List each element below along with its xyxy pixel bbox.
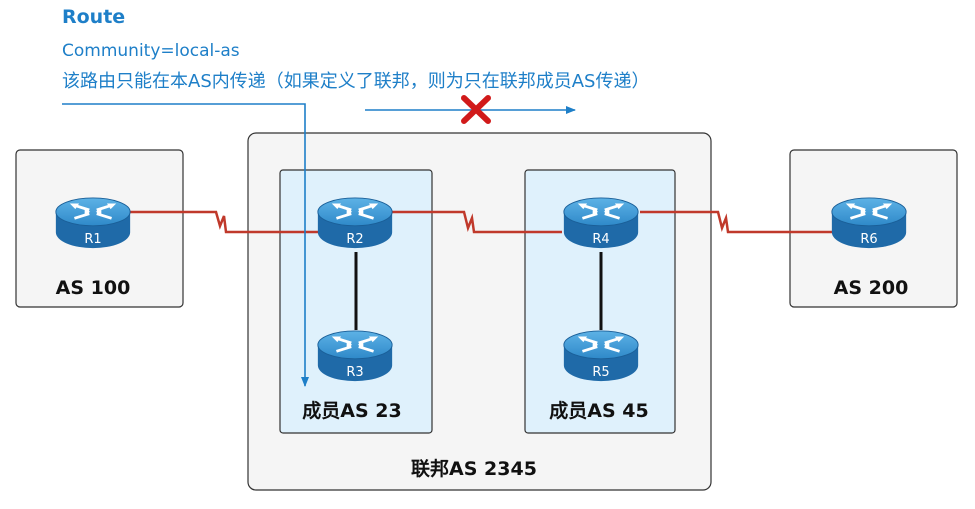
link-r2-r4 <box>392 210 562 234</box>
router-label-r6: R6 <box>860 232 877 247</box>
link-r1-r2 <box>125 210 318 234</box>
x-mark-icon <box>461 95 491 124</box>
router-label-r2: R2 <box>346 232 363 247</box>
router-label-r5: R5 <box>592 365 609 380</box>
route-propagation-arrow <box>62 103 309 387</box>
link-r4-r6 <box>640 210 832 234</box>
as100-label: AS 100 <box>56 277 131 299</box>
route-description: 该路由只能在本AS内传递（如果定义了联邦，则为只在联邦成员AS传递） <box>62 71 650 92</box>
member-as23-label: 成员AS 23 <box>302 399 401 422</box>
member-as45-label: 成员AS 45 <box>549 399 648 422</box>
as200-label: AS 200 <box>834 277 909 299</box>
router-label-r4: R4 <box>592 232 609 247</box>
router-label-r1: R1 <box>84 232 101 247</box>
router-label-r3: R3 <box>346 365 363 380</box>
route-title: Route <box>62 6 126 28</box>
confederation-label: 联邦AS 2345 <box>411 457 537 480</box>
community-label: Community=local-as <box>62 41 240 61</box>
